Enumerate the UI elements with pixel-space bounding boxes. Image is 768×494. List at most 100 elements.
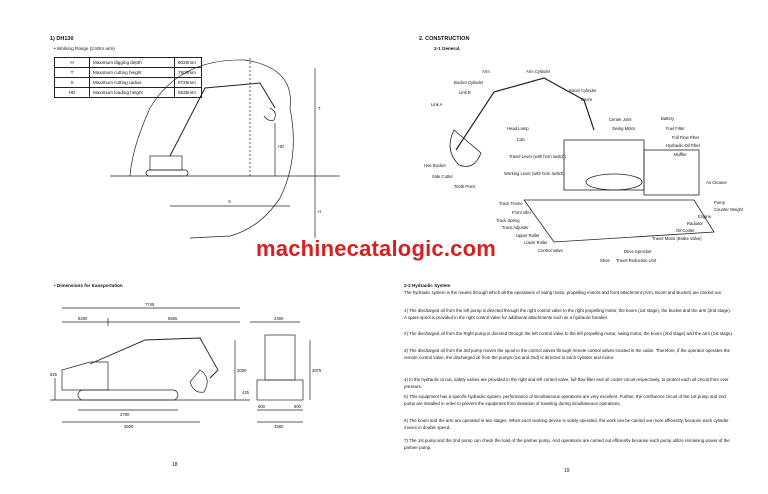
label-battery: Battery	[661, 116, 675, 121]
dim-hd-label: HD	[278, 144, 284, 149]
hydraulic-item-3: 3) The discharged oil from the 3rd pump …	[404, 348, 730, 360]
track-frame-shape	[523, 199, 715, 243]
label-engine: Engine	[698, 214, 712, 219]
front-view-body	[264, 334, 296, 381]
dim-width: 2490	[274, 316, 284, 321]
label-oil-cooler: Oil Cooler	[676, 228, 695, 233]
hydraulic-item-6: 6) The boom and the arm are operated in …	[404, 418, 729, 430]
dim-track-len: 2780	[120, 412, 130, 417]
dim-shoe2: 600	[294, 404, 302, 409]
bucket-shape	[263, 107, 276, 121]
label-link-a: Link A	[431, 102, 443, 107]
label-shoe: Shoe	[600, 258, 610, 263]
row-code: H	[54, 57, 90, 68]
label-travel-motor: Travel Motor (Brake Valve)	[652, 236, 702, 241]
label-track-adjuster: Track Adjuster	[502, 225, 529, 230]
range-caption: • Working Range (2.50m arm)	[54, 46, 115, 51]
excavator-track	[145, 169, 189, 177]
label-hoe-bucket: Hoe Bucket	[424, 163, 446, 168]
hydraulic-item-7: 7) The 1st pump and the 2nd pump can che…	[404, 438, 730, 450]
transport-diagram: 7745 6280 5565 2490 3000 2875 425 925 27…	[50, 302, 322, 429]
digging-envelope-lower	[189, 107, 294, 239]
label-lower-roller: Lower Roller	[524, 240, 548, 245]
hydraulic-item-5: 5) This equipment has a specific hydraul…	[404, 394, 726, 406]
label-muffler: Muffler	[674, 152, 687, 157]
label-pump: Pump	[714, 200, 726, 205]
dim-t-label: T	[318, 106, 321, 111]
label-track-spring: Track Spring	[496, 218, 520, 223]
label-hydraulic-oil: Hydraulic Oil Filter	[666, 143, 701, 148]
label-control-valve: Control Valve	[538, 248, 563, 253]
cab-shape	[563, 139, 645, 191]
transport-caption: • Dimensions for transportation	[54, 283, 123, 288]
watermark-text: machinecatalogic.com	[256, 236, 496, 261]
label-head-lamp: Head Lamp	[507, 126, 529, 131]
label-side-cutter: Side Cutter	[432, 174, 454, 179]
hoe-bucket-shape	[449, 129, 482, 167]
transport-track	[77, 389, 179, 401]
dim-shoe1: 600	[258, 404, 266, 409]
row-code: T	[54, 67, 90, 78]
row-code: S	[54, 77, 90, 88]
front-view-tracks	[256, 379, 304, 401]
digging-envelope	[129, 59, 291, 177]
label-tooth-point: Tooth Point	[454, 184, 476, 189]
right-page: 2. CONSTRUCTION 2-1 General. Arm Arm Cyl…	[384, 0, 768, 494]
engine-housing	[643, 149, 700, 196]
dim-gauge: 2580	[274, 424, 284, 429]
label-swing-motor: Swing Motor	[612, 126, 636, 131]
row-value: 5535mm	[174, 87, 202, 98]
hydraulic-item-1: 1) The discharged oil from the left pump…	[404, 308, 731, 320]
label-link-b: Link B	[459, 90, 471, 95]
label-travel-lever: Travel Lever (with horn switch)	[509, 154, 566, 159]
dim-height1: 3000	[237, 368, 247, 373]
hydraulic-item-4: 4) In the hydraulic circuit, safety valv…	[404, 377, 729, 389]
excavator-body	[149, 155, 183, 171]
label-counter-weight: Counter Weight	[714, 207, 744, 212]
label-upper-roller: Upper Roller	[516, 233, 540, 238]
label-center-joint: Center Joint	[609, 117, 632, 122]
label-track-frame: Track Frame	[499, 201, 523, 206]
transport-cab	[61, 361, 109, 391]
label-radiator: Radiator	[687, 221, 703, 226]
transport-boom	[89, 337, 219, 379]
label-bucket-cylinder: Bucket Cylinder	[454, 80, 484, 85]
dim-overall: 7745	[145, 302, 155, 307]
label-boom: Boom	[581, 97, 592, 102]
dim-tail: 925	[50, 372, 58, 377]
dim-clearance: 425	[242, 390, 250, 395]
boom-shape	[455, 77, 595, 151]
row-code: HD	[54, 87, 90, 98]
label-cab: Cab	[517, 137, 525, 142]
general-subheading: 2-1 General.	[434, 46, 461, 51]
dim-track-total: 3500	[124, 424, 134, 429]
label-air-cleaner: Air Cleaner	[706, 180, 728, 185]
label-fuel-filter: Fuel Filter	[666, 126, 685, 131]
label-front-idler: Front Idler	[512, 210, 532, 215]
construction-diagram: Arm Arm Cylinder Bucket Cylinder Boom Cy…	[424, 69, 744, 263]
label-working-lever: Working Lever (with horn switch)	[504, 171, 565, 176]
dim-height2: 2875	[312, 368, 322, 373]
label-boom-cylinder: Boom Cylinder	[569, 88, 597, 93]
label-arm: Arm	[482, 69, 490, 74]
hydraulic-intro: The hydraulic system is the means throug…	[404, 290, 722, 295]
label-drive-sprocket: Drive Sprocket	[624, 249, 652, 254]
dim-s-label: S	[228, 199, 231, 204]
hydraulic-heading: 2-2 Hydraulic System	[404, 283, 451, 288]
working-range-diagram: T H HD S	[110, 58, 340, 239]
page-number-left: 18	[172, 462, 178, 468]
label-arm-cylinder: Arm Cylinder	[526, 69, 551, 74]
model-heading: 1) DH130	[50, 36, 74, 42]
label-travel-reduction: Travel Reduction Unit	[616, 258, 657, 263]
boom-arm	[169, 82, 276, 157]
construction-heading: 2. CONSTRUCTION	[419, 36, 470, 42]
page-number-right: 19	[564, 468, 570, 474]
dim-rear: 6280	[78, 316, 88, 321]
hydraulic-item-2: 2) The discharged oil from the Right pum…	[404, 331, 734, 336]
swing-bearing	[585, 173, 643, 191]
transport-bucket	[189, 369, 208, 393]
label-full-flow: Full Flow Filter	[672, 135, 700, 140]
